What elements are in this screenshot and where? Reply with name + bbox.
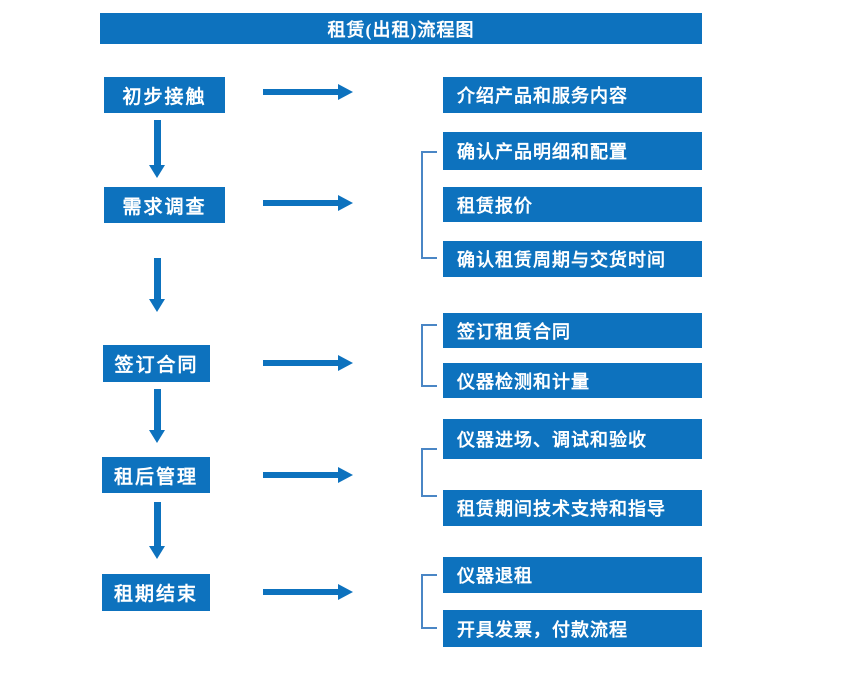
stage-box-lease-end: 租期结束 bbox=[102, 574, 210, 611]
down-arrow-head bbox=[149, 430, 165, 443]
output-box-introduce-products-services: 介绍产品和服务内容 bbox=[443, 77, 702, 113]
down-arrow-shaft bbox=[154, 502, 161, 547]
output-box-instrument-setup-acceptance: 仪器进场、调试和验收 bbox=[443, 419, 702, 459]
output-box-instrument-return: 仪器退租 bbox=[443, 557, 702, 593]
down-arrow-icon bbox=[149, 258, 166, 312]
right-arrow-icon bbox=[263, 355, 353, 371]
down-arrow-shaft bbox=[154, 258, 161, 300]
down-arrow-head bbox=[149, 165, 165, 178]
flowchart-title-text: 租赁(出租)流程图 bbox=[327, 19, 475, 40]
output-box-rental-quote: 租赁报价 bbox=[443, 187, 702, 222]
right-arrow-shaft bbox=[263, 200, 339, 206]
flowchart-title: 租赁(出租)流程图 bbox=[100, 13, 702, 44]
down-arrow-icon bbox=[149, 389, 166, 443]
down-arrow-head bbox=[149, 299, 165, 312]
output-box-technical-support: 租赁期间技术支持和指导 bbox=[443, 490, 702, 526]
right-arrow-head bbox=[338, 195, 353, 211]
group-bracket-icon bbox=[421, 574, 437, 629]
stage-box-demand-survey: 需求调查 bbox=[104, 187, 225, 223]
right-arrow-shaft bbox=[263, 89, 339, 95]
output-box-confirm-period-delivery: 确认租赁周期与交货时间 bbox=[443, 241, 702, 277]
right-arrow-head bbox=[338, 355, 353, 371]
right-arrow-shaft bbox=[263, 589, 339, 595]
down-arrow-head bbox=[149, 546, 165, 559]
output-box-confirm-product-details: 确认产品明细和配置 bbox=[443, 132, 702, 170]
right-arrow-icon bbox=[263, 195, 353, 211]
right-arrow-head bbox=[338, 84, 353, 100]
right-arrow-head bbox=[338, 584, 353, 600]
right-arrow-icon bbox=[263, 84, 353, 100]
right-arrow-icon bbox=[263, 467, 353, 483]
output-box-invoice-payment: 开具发票，付款流程 bbox=[443, 610, 702, 647]
down-arrow-shaft bbox=[154, 120, 161, 166]
stage-box-initial-contact: 初步接触 bbox=[104, 77, 225, 113]
down-arrow-icon bbox=[149, 502, 166, 559]
right-arrow-shaft bbox=[263, 360, 339, 366]
output-box-instrument-testing: 仪器检测和计量 bbox=[443, 363, 702, 398]
stage-box-post-rental-management: 租后管理 bbox=[102, 457, 210, 493]
group-bracket-icon bbox=[421, 324, 437, 387]
right-arrow-icon bbox=[263, 584, 353, 600]
group-bracket-icon bbox=[421, 448, 437, 497]
down-arrow-shaft bbox=[154, 389, 161, 431]
right-arrow-head bbox=[338, 467, 353, 483]
output-box-sign-rental-contract: 签订租赁合同 bbox=[443, 313, 702, 348]
down-arrow-icon bbox=[149, 120, 166, 178]
stage-box-sign-contract: 签订合同 bbox=[103, 345, 210, 382]
group-bracket-icon bbox=[421, 151, 437, 259]
right-arrow-shaft bbox=[263, 472, 339, 478]
